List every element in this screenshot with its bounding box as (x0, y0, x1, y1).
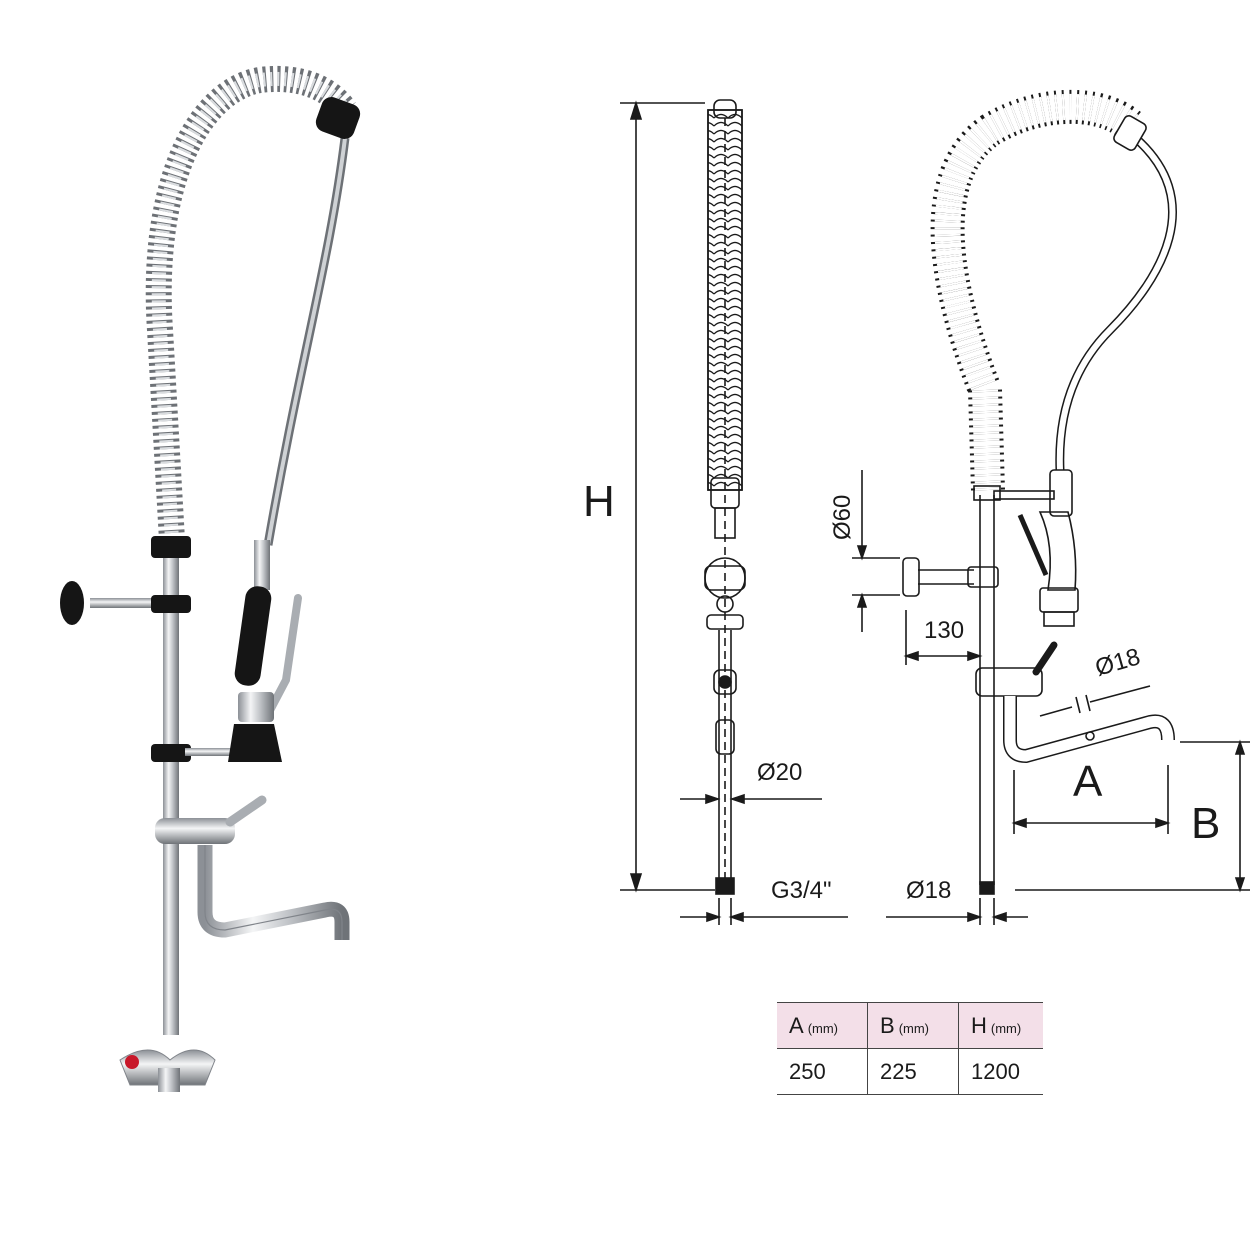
table-header-a: A(mm) (777, 1002, 868, 1049)
wall-arm (90, 598, 165, 608)
spray-handle (234, 586, 272, 686)
label-d60: Ø60 (829, 495, 856, 540)
table-header-row: A(mm) B(mm) H(mm) (777, 1002, 1043, 1049)
arm-clamp (151, 595, 191, 613)
table-header-b: B(mm) (867, 1002, 959, 1049)
label-d18-pipe: Ø18 (1092, 643, 1143, 681)
valve-body (155, 818, 235, 844)
label-d18-base: Ø18 (906, 877, 951, 904)
lower-clamp (151, 744, 191, 762)
label-h: H (583, 477, 615, 526)
table-cell-h: 1200 (958, 1048, 1043, 1095)
spring-collar (151, 536, 191, 558)
table-row: 250 225 1200 (777, 1048, 1043, 1095)
label-g34: G3/4" (771, 877, 832, 904)
label-130: 130 (924, 617, 964, 644)
table-cell-a: 250 (777, 1048, 868, 1095)
label-a: A (1073, 757, 1103, 806)
hot-indicator (125, 1055, 139, 1069)
label-b: B (1191, 799, 1220, 848)
product-render (60, 66, 361, 1092)
front-view (620, 99, 848, 925)
label-d20: Ø20 (757, 759, 802, 786)
side-view (852, 89, 1250, 925)
main-pipe (163, 545, 179, 1035)
base-valve (119, 1049, 216, 1086)
side-spray-body (1038, 511, 1077, 591)
table-cell-b: 225 (867, 1048, 959, 1095)
dimension-table: A(mm) B(mm) H(mm) 250 225 1200 (777, 1002, 1043, 1095)
spray-connector (254, 540, 270, 590)
wall-knob (60, 581, 84, 625)
spout (197, 845, 350, 940)
spring-top-holder (315, 97, 361, 139)
table-header-h: H(mm) (958, 1002, 1043, 1049)
valve-lever (225, 795, 267, 827)
spray-head (228, 724, 282, 762)
